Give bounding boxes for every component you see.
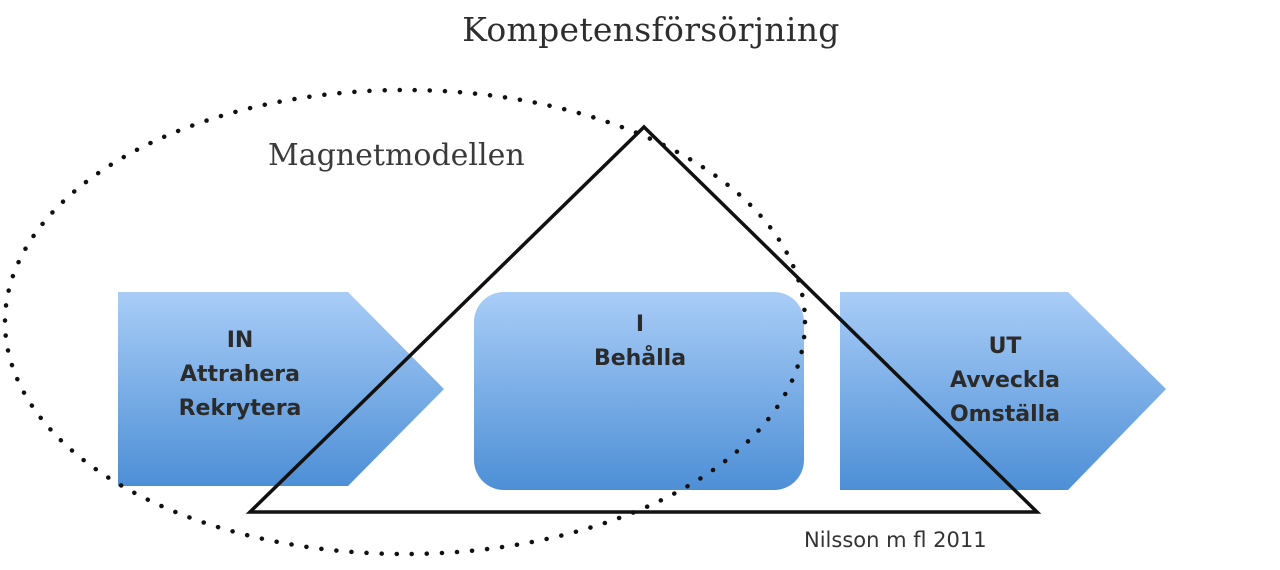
ut-box-label: UT Avveckla Omställa [925, 330, 1085, 432]
ut-box-line: Omställa [949, 402, 1060, 427]
ut-box-line: Avveckla [950, 368, 1060, 393]
in-box-line: Rekrytera [178, 396, 302, 421]
i-box-line: Behålla [593, 346, 687, 371]
i-box-label: I Behålla [560, 308, 720, 376]
i-box-shape [474, 292, 804, 490]
magnet-model-ellipse [2, 87, 808, 557]
ut-box-line: UT [988, 334, 1022, 359]
in-box-line: IN [226, 328, 254, 353]
magnet-model-label: Magnetmodellen [268, 138, 525, 173]
in-box-line: Attrahera [179, 362, 301, 387]
in-arrow-shape [118, 292, 444, 486]
source-citation: Nilsson m fl 2011 [804, 528, 987, 552]
in-box-label: IN Attrahera Rekrytera [160, 324, 320, 426]
competence-triangle [245, 124, 1042, 514]
ut-arrow-shape [840, 292, 1166, 490]
i-box-line: I [635, 312, 645, 337]
diagram-title: Kompetensförsörjning [462, 10, 840, 49]
